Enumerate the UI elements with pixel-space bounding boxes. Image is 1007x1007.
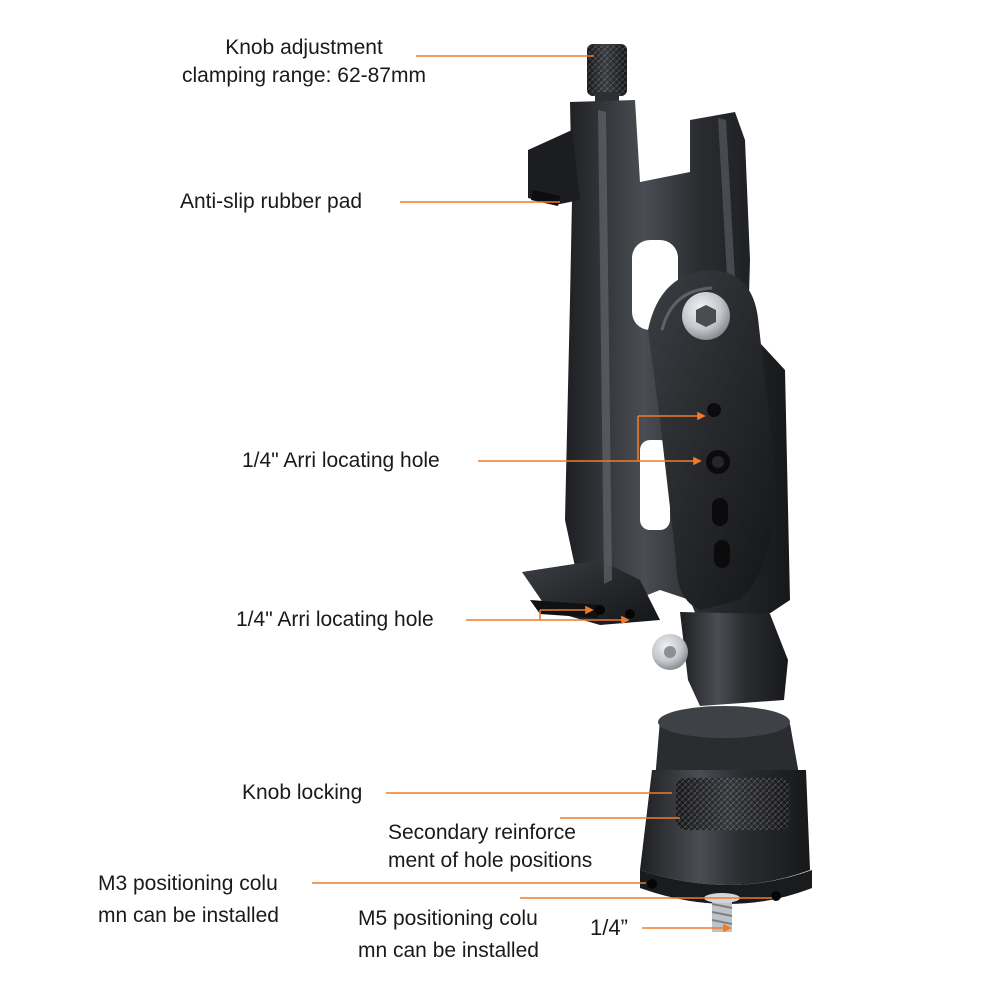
callout-line-arri-upper [478,411,706,466]
label-anti-slip-rubber-pad: Anti-slip rubber pad [180,190,363,213]
label-secondary-reinforcement: Secondary reinforce ment of hole positio… [388,819,592,875]
label-m5-line2: mn can be installed [358,939,539,962]
label-secondary-reinforcement-line1: Secondary reinforce [388,821,576,844]
label-arri-hole-lower: 1/4" Arri locating hole [236,608,434,631]
label-knob-locking: Knob locking [242,781,363,804]
adjustment-knob [587,44,627,106]
label-quarter-inch: 1/4” [590,915,628,940]
label-m5-positioning-column: M5 positioning colu mn can be installed [358,903,539,967]
label-knob-adjustment-line1: Knob adjustment [225,36,383,59]
lower-hinge [652,612,788,706]
hinge-arm [648,270,776,610]
label-m5-line1: M5 positioning colu [358,907,538,930]
label-m3-positioning-column: M3 positioning colu mn can be installed [98,868,279,932]
ball-head-base [640,706,812,932]
label-m3-line1: M3 positioning colu [98,872,278,895]
label-secondary-reinforcement-line2: ment of hole positions [388,849,593,872]
callout-lines [312,55,772,933]
label-knob-adjustment-line2: clamping range: 62-87mm [182,64,426,87]
callout-line-quarter-inch [642,923,732,933]
label-knob-adjustment: Knob adjustment clamping range: 62-87mm [170,34,438,90]
label-arri-hole-upper: 1/4" Arri locating hole [242,449,440,472]
callout-line-arri-lower [466,605,630,625]
label-m3-line2: mn can be installed [98,904,279,927]
